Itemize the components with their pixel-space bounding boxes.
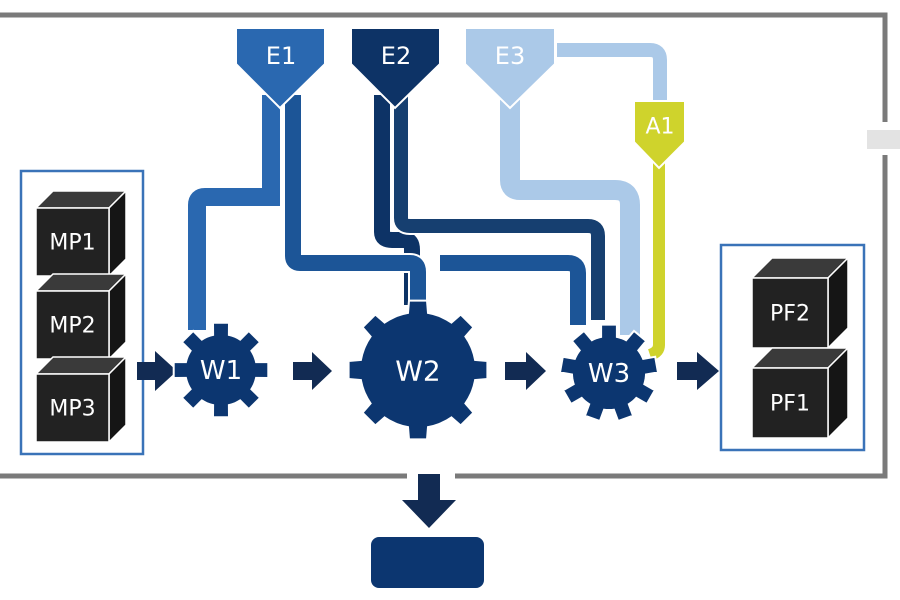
flow-arrows [137,351,719,528]
workstation-w1[interactable]: W1 [172,321,270,419]
frame-gap-tab [867,130,900,149]
system-boundary-frame [0,12,900,479]
input-block-mp2-label: MP2 [49,314,95,339]
source-a1-label: A1 [645,115,674,140]
input-block-mp1[interactable]: MP1 [34,189,128,278]
pipe-a1 [647,140,667,363]
arrow-w2-to-w3 [505,352,546,390]
arrow-w3-to-outputs [677,352,719,390]
arrow-w1-to-w2 [293,352,332,390]
input-block-mp2[interactable]: MP2 [34,272,128,361]
pipe-e2 [372,95,607,320]
output-block[interactable] [371,537,484,588]
source-e2-label: E2 [381,42,411,70]
arrow-system-to-output-block [402,474,456,528]
gear-icon [558,323,660,423]
source-e3[interactable]: E3 [464,27,556,110]
pipe-e1 [188,95,588,330]
pipe-e3 [499,43,667,335]
source-e1[interactable]: E1 [235,27,326,110]
gear-icon [347,299,489,441]
workstation-w1-label: W1 [200,356,242,386]
input-block-mp3-label: MP3 [49,397,95,422]
workstation-w3[interactable]: W3 [558,323,660,423]
gear-icon [172,321,270,419]
workstation-w2[interactable]: W2 [347,299,489,441]
output-block-pf2-label: PF2 [770,302,810,327]
workstation-w3-label: W3 [588,359,630,389]
output-block-pf1-label: PF1 [770,392,810,417]
output-block-pf2[interactable]: PF2 [750,256,850,350]
arrow-inputs-to-w1 [137,351,177,391]
input-block-mp1-label: MP1 [49,231,95,256]
workstation-w2-label: W2 [395,355,441,388]
source-e2[interactable]: E2 [350,27,441,110]
source-e3-label: E3 [495,42,525,70]
source-a1[interactable]: A1 [633,100,686,170]
input-block-mp3[interactable]: MP3 [34,355,128,444]
output-block-pf1[interactable]: PF1 [750,346,850,440]
source-e1-label: E1 [266,42,296,70]
